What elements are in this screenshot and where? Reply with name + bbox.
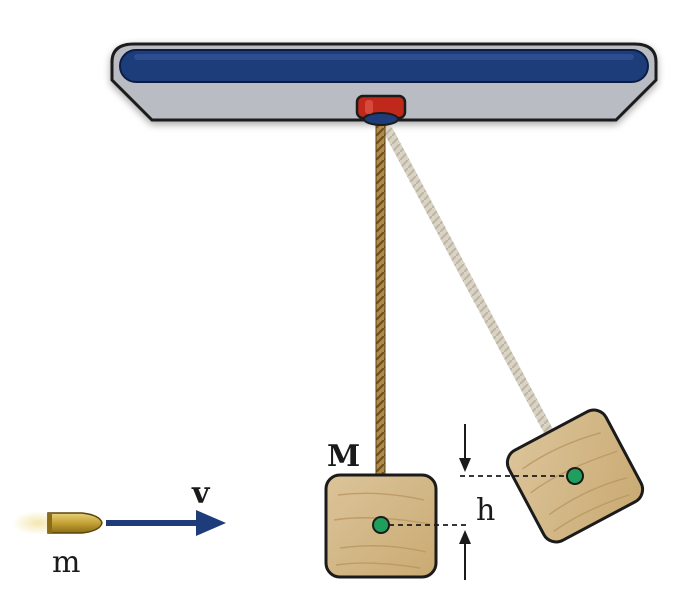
block-mass-label: M xyxy=(327,439,360,474)
bullet-mass-label: m xyxy=(52,545,80,580)
height-arrow-down-icon xyxy=(459,424,471,472)
height-label: h xyxy=(476,493,495,528)
block-center-dot xyxy=(372,516,390,534)
height-arrow-up-icon xyxy=(459,530,471,580)
hanging-rope xyxy=(375,117,386,481)
beam-highlight xyxy=(134,54,634,60)
velocity-label: v xyxy=(191,476,211,511)
pendulum-block xyxy=(324,473,438,579)
displaced-block xyxy=(505,408,645,544)
bullet xyxy=(12,511,103,535)
ceiling-beam xyxy=(110,42,658,122)
displaced-rope xyxy=(376,114,555,437)
velocity-arrow-icon xyxy=(106,510,226,536)
displaced-block-center-dot xyxy=(566,467,584,485)
pivot-mount xyxy=(355,94,407,126)
